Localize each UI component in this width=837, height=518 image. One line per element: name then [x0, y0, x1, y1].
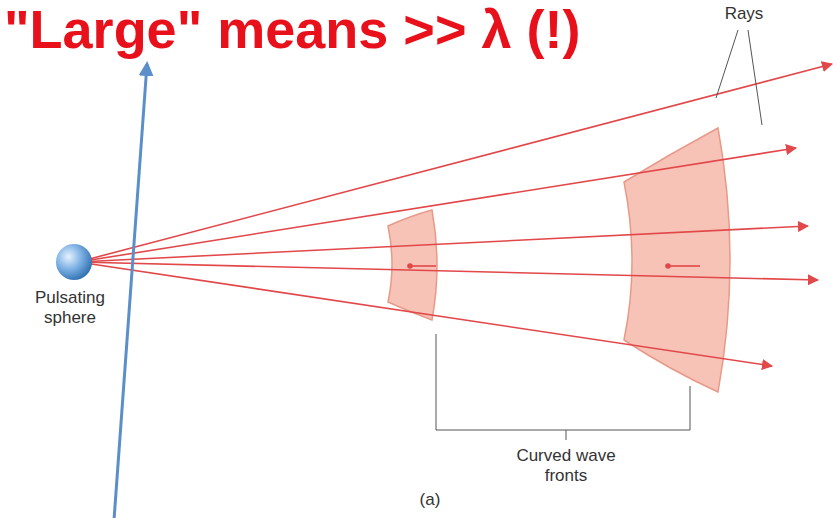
small-wave-front	[388, 210, 437, 320]
front-dot	[666, 264, 670, 268]
ray	[78, 226, 808, 262]
leader-line	[748, 30, 762, 125]
part-label: Pulsating sphere	[25, 288, 115, 327]
front-normals	[408, 264, 700, 268]
part-label: Curved wave fronts	[506, 446, 626, 485]
pointer-arrow	[114, 64, 147, 518]
ray	[78, 262, 772, 366]
front-dot	[408, 264, 412, 268]
ray	[78, 262, 818, 280]
heading: "Large" means >> λ (!)	[4, 2, 580, 56]
rays-leaders	[716, 30, 762, 125]
bracket	[436, 334, 690, 440]
rays	[78, 64, 832, 366]
ray	[78, 64, 832, 262]
pulsating-sphere	[56, 244, 92, 280]
rays-label: Rays	[714, 4, 774, 24]
figure-label: (a)	[405, 490, 455, 510]
leader-line	[716, 30, 738, 98]
front-normal	[668, 265, 700, 267]
front-normal	[410, 265, 436, 267]
